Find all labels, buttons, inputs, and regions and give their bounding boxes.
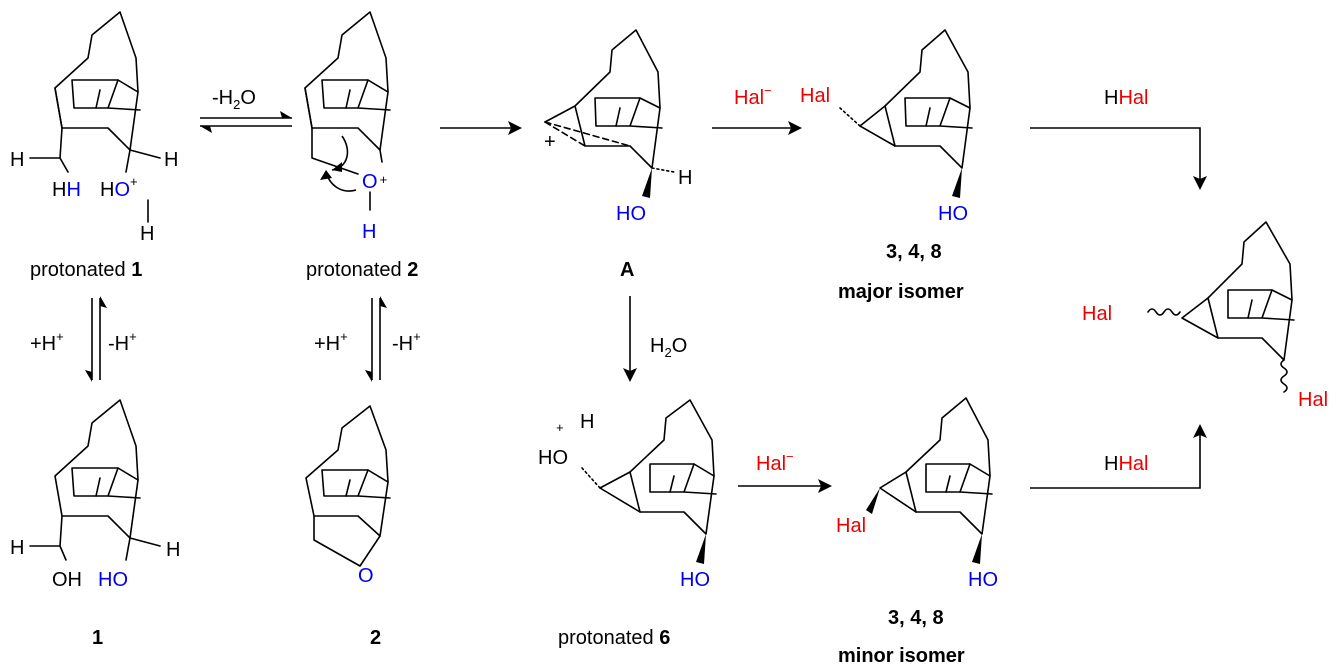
label-major-isomer: major isomer	[838, 281, 964, 303]
label-protonated-1: protonated 1	[30, 259, 142, 281]
atom-hal: Hal	[1082, 303, 1112, 325]
reagent-minus-h-right: -H+	[392, 329, 421, 355]
atom-ho: HO	[968, 569, 998, 591]
label-protonated-6: protonated 6	[558, 627, 670, 649]
molecule-protonated-1: H H HH HO+ H	[10, 11, 178, 245]
molecule-intermediate-a: + H HO	[544, 29, 692, 225]
atom-h: H	[10, 149, 24, 171]
label-minor-numbers: 3, 4, 8	[888, 607, 944, 629]
equilibrium-arrow-right	[365, 296, 387, 382]
arrow-to-major-isomer	[712, 121, 802, 135]
arrow-hhal-top	[1030, 127, 1207, 190]
atom-hal: Hal	[800, 85, 830, 107]
atom-ho: HO	[98, 569, 128, 591]
atom-h: H	[678, 167, 692, 189]
reagent-minus-h-left: -H+	[108, 329, 137, 355]
oxonium-plus: +	[556, 420, 564, 435]
reagent-plus-h-right: +H+	[314, 329, 348, 355]
atom-hal: Hal	[836, 515, 866, 537]
molecule-ether-2: O	[305, 405, 391, 587]
atom-ho-plus: HO+	[100, 174, 138, 201]
label-minor-isomer: minor isomer	[838, 645, 965, 664]
equilibrium-arrow-left	[85, 296, 107, 382]
molecule-dihalide: Hal Hal	[1082, 221, 1328, 411]
atom-ho: HO	[616, 203, 646, 225]
atom-oh: HH	[52, 179, 81, 201]
equilibrium-arrow-dehydration	[200, 111, 292, 133]
label-compound-2: 2	[370, 627, 381, 649]
carbocation-plus: +	[544, 131, 556, 153]
atom-h: H	[140, 223, 154, 245]
label-compound-1: 1	[92, 627, 103, 649]
molecule-protonated-2: O+ H	[304, 11, 391, 243]
reagent-minus-water: -H2O	[212, 87, 256, 112]
atom-h: H	[362, 221, 376, 243]
molecule-major-isomer: Hal HO	[800, 29, 973, 225]
label-protonated-2: protonated 2	[306, 259, 418, 281]
atom-h: H	[10, 537, 24, 559]
atom-ho: HO	[680, 569, 710, 591]
atom-o: O	[358, 565, 374, 587]
oxygen-h: H	[66, 179, 80, 201]
label-major-numbers: 3, 4, 8	[886, 241, 942, 263]
reagent-water: H2O	[650, 335, 687, 360]
atom-h: H	[166, 539, 180, 561]
atom-hal: Hal	[1298, 389, 1328, 411]
arrow-to-intermediate-a	[440, 121, 522, 135]
atom-oh: OH	[52, 569, 82, 591]
label-intermediate-a: A	[620, 259, 634, 281]
reagent-halide-bottom: Hal−	[756, 449, 794, 475]
atom-h: H	[164, 149, 178, 171]
arrow-hhal-bottom	[1030, 424, 1207, 489]
molecule-diol-1: H H OH HO	[10, 399, 180, 591]
atom-o-plus: O+	[362, 171, 387, 193]
reagent-hhal-bottom: HHal	[1104, 453, 1148, 475]
arrow-hydration	[623, 296, 637, 382]
atom-h: H	[580, 411, 594, 433]
reagent-halide-top: Hal−	[734, 83, 772, 109]
molecule-protonated-6: + H HO HO	[538, 399, 717, 591]
reagent-hhal-top: HHal	[1104, 87, 1148, 109]
atom-ho: HO	[938, 203, 968, 225]
atom-ho: HO	[538, 447, 568, 469]
reagent-plus-h-left: +H+	[30, 329, 64, 355]
molecule-minor-isomer: Hal HO	[836, 397, 998, 591]
arrow-to-minor-isomer	[738, 479, 832, 493]
